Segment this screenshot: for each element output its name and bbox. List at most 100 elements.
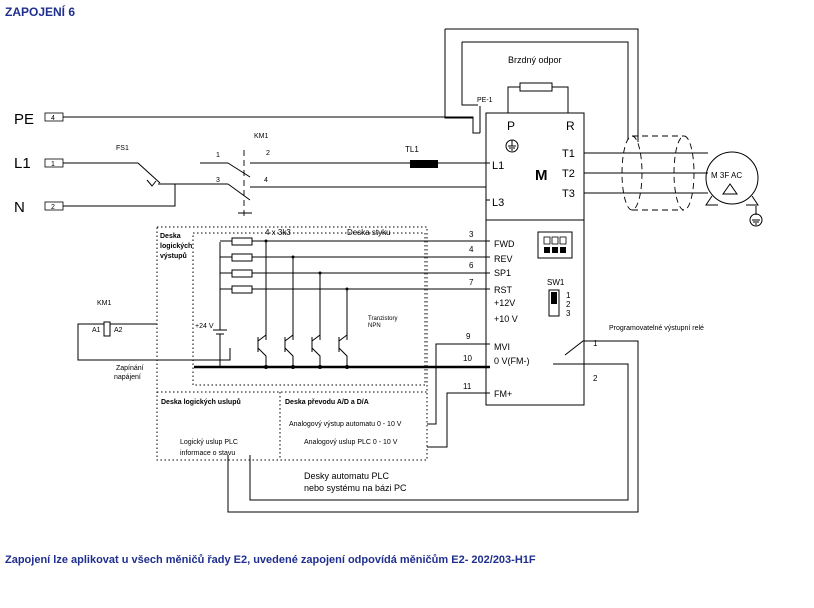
inner-loop	[462, 41, 629, 140]
resistor-1	[231, 237, 253, 246]
input-sp1: SP1	[494, 268, 511, 278]
transistor-collectors	[265, 241, 348, 340]
footer-note: Zapojení lze aplikovat u všech měničů řa…	[5, 554, 536, 566]
inverter-t1: T1	[562, 148, 575, 160]
motor-cable	[584, 152, 708, 194]
supply-section: PE L1 N 4 1 2 FS1 KM1 1 2 3 4 TL1	[14, 111, 490, 220]
l1-label: L1	[14, 155, 31, 172]
terminal-3: 3	[469, 230, 474, 239]
diagram-title: ZAPOJENÍ 6	[5, 4, 75, 19]
cable-shield-left	[621, 135, 643, 211]
inverter-r: R	[566, 119, 575, 133]
sw1-switch	[548, 289, 560, 317]
km-coil-label: KM1	[97, 300, 112, 307]
junction-dot	[318, 365, 322, 369]
resistor-4	[231, 285, 253, 294]
cable-shield-right	[673, 135, 695, 211]
junction-dot	[345, 365, 349, 369]
input-10v: +10 V	[494, 314, 518, 324]
npn-transistor-2	[284, 334, 294, 367]
transistors-label-1: Tranzistory	[368, 316, 397, 322]
mvi-wire	[427, 343, 490, 425]
motor-ground-lines	[752, 219, 760, 225]
pe-wire	[63, 116, 480, 134]
fuse-hook-icon	[146, 179, 157, 187]
power-label-2: napájení	[114, 374, 141, 381]
choke-label: TL1	[405, 145, 419, 154]
km-coil	[103, 321, 111, 337]
logic-title-2: logických	[160, 243, 192, 250]
logic-board-outline	[156, 226, 428, 461]
km-coil-wire-a1	[77, 323, 231, 361]
input-0v: 0 V(FM-)	[494, 356, 530, 366]
terminal-6: 6	[469, 261, 474, 270]
relay-term-2: 2	[593, 374, 598, 383]
input-rst: RST	[494, 285, 513, 295]
motor-label: M 3F AC	[711, 171, 742, 180]
plc-label-2: nebo systému na bázi PC	[304, 483, 407, 493]
junction-dot	[264, 239, 268, 243]
motor-feet	[705, 195, 759, 206]
n-terminal-num: 2	[51, 204, 55, 211]
resistor-3	[231, 269, 253, 278]
analog-plc-label: Analogový uslup PLC 0 - 10 V	[304, 439, 398, 446]
junction-dot	[291, 255, 295, 259]
l1-terminal-num: 1	[51, 161, 55, 168]
pe1-label: PE-1	[477, 97, 493, 104]
outer-loop-left	[444, 29, 473, 119]
cable-shield	[632, 135, 684, 211]
inverter-l1: L1	[492, 160, 504, 172]
relay-section: Programovatelné výstupní relé 1 2	[227, 325, 704, 513]
plc-label-1: Desky automatu PLC	[304, 471, 390, 481]
km1-coil-section: KM1 A1 A2 Zapínání napájení	[77, 300, 231, 381]
km-contact-n	[215, 183, 490, 201]
junction-dot	[345, 287, 349, 291]
dip-cell-on	[560, 247, 566, 253]
motor-triangle-icon	[722, 183, 738, 195]
pe-label: PE	[14, 111, 34, 128]
km-coil-a2: A2	[114, 327, 123, 334]
brake-resistor-section: Brzdný odpor PE-1	[444, 28, 639, 142]
pe-terminal-num: 4	[51, 115, 55, 122]
terminal-9: 9	[466, 332, 471, 341]
converter-label: Deska převodu A/D a D/A	[285, 399, 369, 406]
fm-wire	[427, 392, 490, 448]
km-coil-a1: A1	[92, 327, 101, 334]
input-12v: +12V	[494, 298, 515, 308]
contacts-board-outline	[192, 232, 426, 386]
inner-loop-left	[461, 42, 478, 106]
dip-cell	[551, 236, 559, 245]
terminal-10: 10	[463, 354, 472, 363]
dip-cell-on	[544, 247, 550, 253]
choke-tl1	[410, 160, 438, 168]
sw1-num-2: 2	[566, 300, 571, 309]
terminal-numbers: 3 4 6 7 9 10 11	[463, 230, 474, 391]
logic-title-1: Deska	[160, 233, 181, 240]
junction-dot	[318, 271, 322, 275]
v24-label: +24 V	[195, 323, 214, 330]
logic-board: Deska logických výstupů 4 x 3k3 Deska st…	[156, 226, 490, 461]
terminal-7: 7	[469, 278, 474, 287]
dip-cell	[559, 236, 567, 245]
km-num-1: 1	[216, 152, 220, 159]
transistors-label-2: NPN	[368, 323, 381, 329]
brake-resistor-label: Brzdný odpor	[508, 55, 562, 65]
n-wire-a	[63, 183, 215, 207]
input-rev: REV	[494, 254, 513, 264]
relay-contact-2	[249, 363, 629, 501]
signal-lines	[252, 240, 490, 290]
npn-transistor-1	[257, 334, 267, 367]
resistor-feeds	[220, 240, 232, 290]
inverter-p: P	[507, 119, 515, 133]
junction-dot	[291, 365, 295, 369]
fuse-label: FS1	[116, 145, 129, 152]
km-num-2: 2	[266, 150, 270, 157]
input-fwd: FWD	[494, 239, 515, 249]
npn-transistor-3	[311, 334, 321, 367]
fuse-switch	[137, 162, 161, 184]
junction-dot	[264, 365, 268, 369]
inverter-l3: L3	[492, 197, 504, 209]
inverter-t2: T2	[562, 168, 575, 180]
km-contact-l1	[200, 162, 410, 178]
logic-board-split	[157, 391, 427, 460]
